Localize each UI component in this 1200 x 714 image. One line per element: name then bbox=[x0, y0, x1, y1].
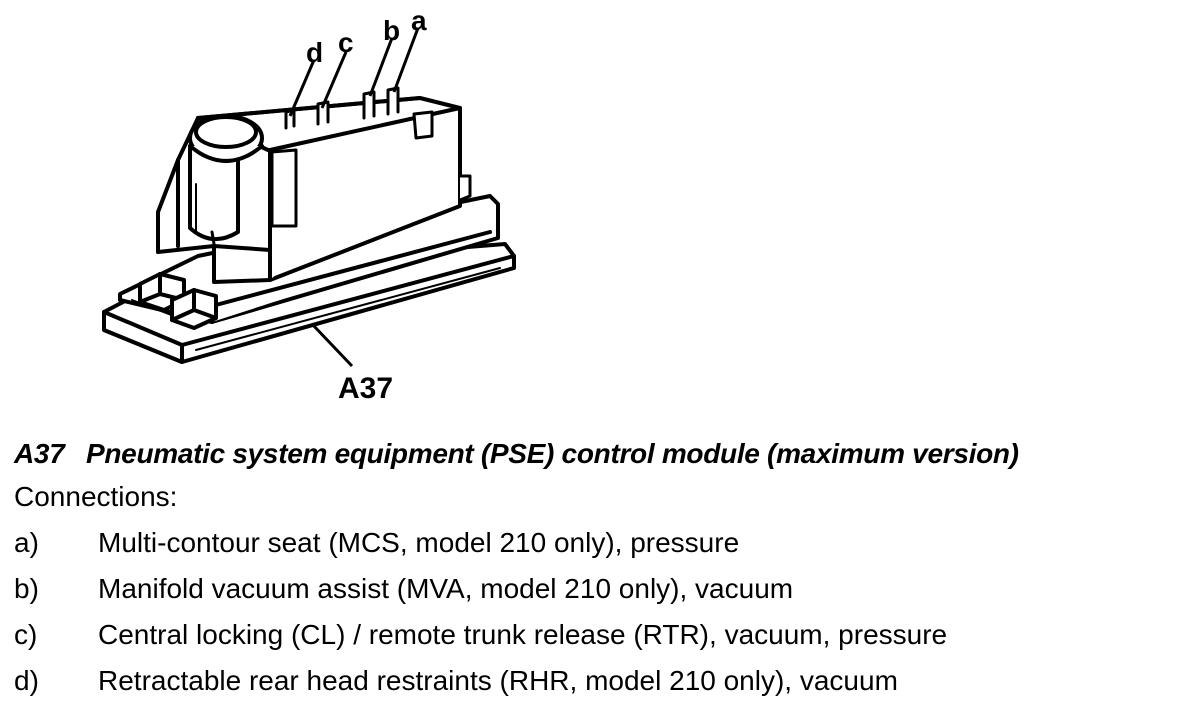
connection-letter: b) bbox=[14, 573, 39, 604]
connection-letter: a) bbox=[14, 527, 39, 558]
figure-caption: A37 Pneumatic system equipment (PSE) cont… bbox=[14, 436, 1194, 704]
leader-lines bbox=[288, 27, 420, 368]
connection-description: Retractable rear head restraints (RHR, m… bbox=[98, 665, 898, 696]
callout-c: c bbox=[338, 27, 354, 58]
connection-item-a: a) Multi-contour seat (MCS, model 210 on… bbox=[14, 520, 1194, 566]
caption-title-line: A37 Pneumatic system equipment (PSE) cont… bbox=[14, 436, 1194, 472]
connection-description: Manifold vacuum assist (MVA, model 210 o… bbox=[98, 573, 794, 604]
callout-component: A37 bbox=[338, 372, 393, 405]
connection-item-c: c) Central locking (CL) / remote trunk r… bbox=[14, 612, 1194, 658]
connection-letter: d) bbox=[14, 665, 39, 696]
pse-module-diagram: d c b a A37 bbox=[102, 5, 516, 405]
callout-d: d bbox=[306, 37, 323, 68]
connections-header: Connections: bbox=[14, 481, 178, 512]
connection-item-d: d) Retractable rear head restraints (RHR… bbox=[14, 658, 1194, 704]
connection-item-b: b) Manifold vacuum assist (MVA, model 21… bbox=[14, 566, 1194, 612]
cylinder bbox=[188, 114, 264, 246]
connection-description: Central locking (CL) / remote trunk rele… bbox=[98, 619, 948, 650]
callout-a: a bbox=[411, 5, 427, 36]
component-title: Pneumatic system equipment (PSE) control… bbox=[86, 438, 1019, 469]
component-code: A37 bbox=[14, 438, 65, 469]
connection-letter: c) bbox=[14, 619, 38, 650]
callout-b: b bbox=[383, 15, 400, 46]
front-blocks bbox=[138, 272, 218, 330]
connection-description: Multi-contour seat (MCS, model 210 only)… bbox=[98, 527, 740, 558]
